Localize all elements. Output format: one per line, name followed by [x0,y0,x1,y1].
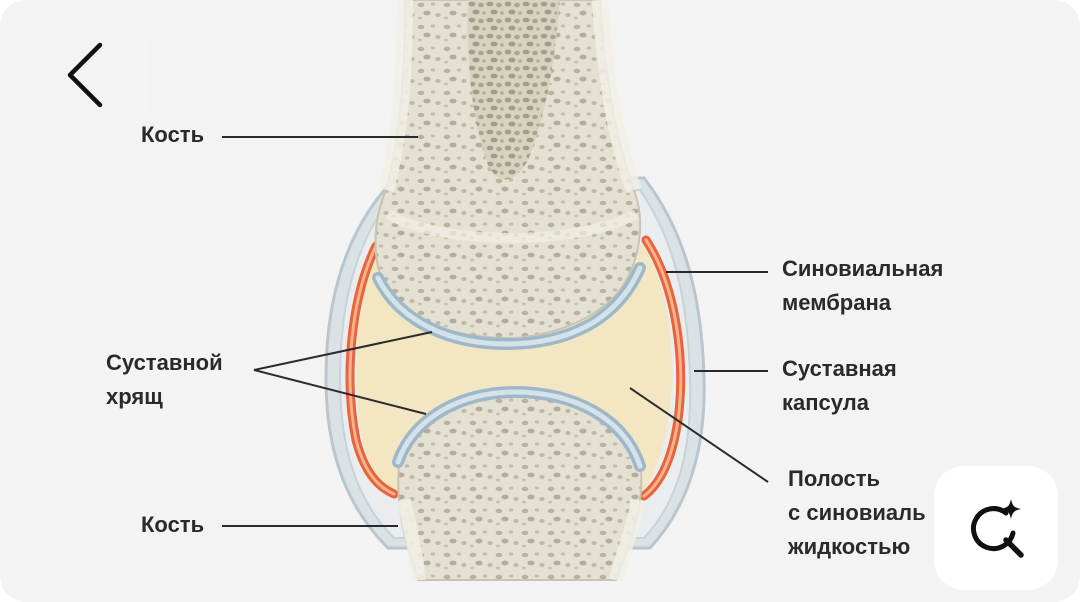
visual-search-button[interactable] [934,466,1058,590]
label-bone-bottom: Кость [141,512,205,537]
label-cartilage: Суставной хрящ [106,350,223,409]
leader-cavity [629,387,769,483]
leader-cartilage-lower [253,369,427,415]
leader-lines [222,136,769,527]
leader-cartilage-upper [253,331,433,371]
back-button[interactable] [24,12,148,136]
label-bone-top: Кость [141,122,205,147]
upper-bone-marrow [467,0,560,180]
chevron-left-icon [67,42,103,108]
label-synovial-membrane: Синовиальная мембрана [782,256,944,315]
label-joint-capsule: Суставная капсула [782,356,897,415]
sparkle-search-icon [971,499,1024,558]
label-cavity: Полость с синовиаль жидкостью [788,466,926,559]
